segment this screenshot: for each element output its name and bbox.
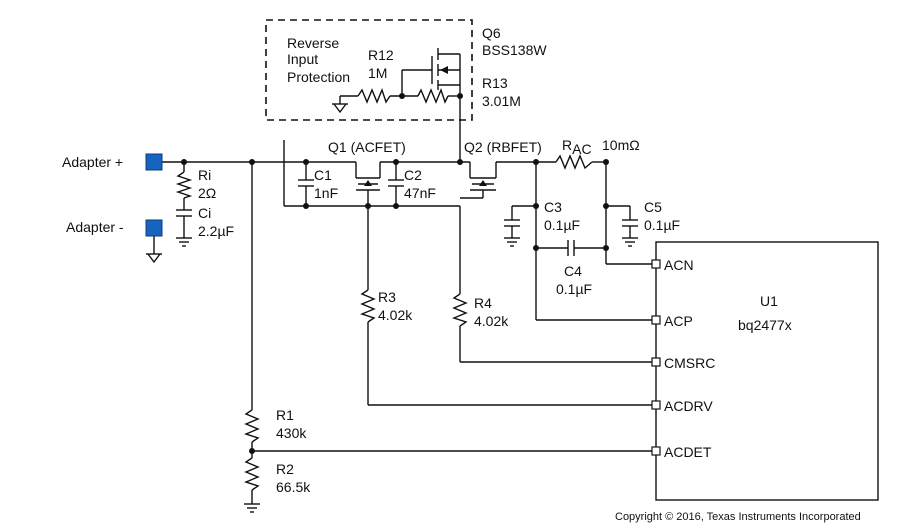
ci-value: 2.2µF <box>198 223 234 239</box>
wiring <box>153 54 656 504</box>
rac-resistor-symbol <box>555 154 593 170</box>
ground-icon <box>244 503 260 513</box>
r12-resistor-symbol <box>357 88 391 104</box>
adapter-plus-label: Adapter + <box>62 154 123 170</box>
r13-value: 3.01M <box>482 93 521 109</box>
q1-mosfet-symbol <box>355 162 381 191</box>
adapter-plus-terminal <box>145 153 163 171</box>
pin-acn-marker <box>651 259 661 269</box>
ground-icon <box>146 253 162 264</box>
q2-mosfet-symbol <box>460 162 497 199</box>
r1-resistor-symbol <box>244 409 260 443</box>
c3-value: 0.1µF <box>544 217 580 233</box>
r12-ref: R12 <box>368 47 394 63</box>
r2-resistor-symbol <box>244 457 260 491</box>
r4-ref: R4 <box>474 295 492 311</box>
c1-capacitor-symbol <box>298 179 314 187</box>
u1-ref: U1 <box>760 293 778 309</box>
c5-ref: C5 <box>644 199 662 215</box>
pin-cmsrc-label: CMSRC <box>664 355 715 371</box>
c5-value: 0.1µF <box>644 217 680 233</box>
q6-mosfet-symbol <box>431 48 460 90</box>
adapter-minus-label: Adapter - <box>66 219 124 235</box>
rac-ref: RAC <box>562 137 592 157</box>
c3-capacitor-symbol <box>504 219 520 227</box>
r13-ref: R13 <box>482 75 508 91</box>
protection-label-line-3: Protection <box>287 69 350 85</box>
pin-acdet-label: ACDET <box>664 444 712 460</box>
c2-value: 47nF <box>404 185 436 201</box>
r1-ref: R1 <box>276 407 294 423</box>
u1-ic-body <box>655 241 879 501</box>
r1-value: 430k <box>276 425 307 441</box>
r3-ref: R3 <box>378 289 396 305</box>
r2-value: 66.5k <box>276 479 311 495</box>
pin-acdrv-marker <box>651 400 661 410</box>
r12-value: 1M <box>368 65 387 81</box>
rac-value: 10mΩ <box>602 137 640 153</box>
pin-cmsrc-marker <box>651 357 661 367</box>
ground-icon <box>176 237 192 247</box>
pin-acdrv-label: ACDRV <box>664 398 713 414</box>
c4-capacitor-symbol <box>567 240 575 256</box>
r2-ref: R2 <box>276 461 294 477</box>
pin-acp-marker <box>651 315 661 325</box>
r4-value: 4.02k <box>474 313 509 329</box>
copyright-notice: Copyright © 2016, Texas Instruments Inco… <box>615 511 861 523</box>
u1-part: bq2477x <box>738 317 792 333</box>
q2-label: Q2 (RBFET) <box>464 139 542 155</box>
c1-ref: C1 <box>314 167 332 183</box>
c2-capacitor-symbol <box>388 179 404 187</box>
c4-ref: C4 <box>564 263 582 279</box>
r4-resistor-symbol <box>452 293 468 327</box>
q1-label: Q1 (ACFET) <box>328 139 406 155</box>
ground-icon <box>504 237 520 247</box>
pin-acdet-marker <box>651 446 661 456</box>
pin-acp-label: ACP <box>664 313 693 329</box>
junction-dots <box>181 93 609 454</box>
r3-value: 4.02k <box>378 307 413 323</box>
c4-value: 0.1µF <box>556 281 592 297</box>
ci-ref: Ci <box>198 205 211 221</box>
ri-resistor-symbol <box>175 171 193 199</box>
c1-value: 1nF <box>314 185 338 201</box>
c5-capacitor-symbol <box>622 219 638 227</box>
c2-ref: C2 <box>404 167 422 183</box>
pin-acn-label: ACN <box>664 257 694 273</box>
protection-label-line-2: Input <box>287 51 318 67</box>
q6-ref: Q6 <box>482 25 501 41</box>
protection-label-line-1: Reverse <box>287 35 339 51</box>
adapter-minus-terminal <box>145 219 163 237</box>
q6-part: BSS138W <box>482 42 547 58</box>
ground-icon <box>332 103 348 114</box>
ground-icon <box>622 237 638 247</box>
ri-ref: Ri <box>198 167 211 183</box>
reverse-input-protection-box <box>265 19 473 121</box>
r3-resistor-symbol <box>360 289 376 323</box>
ci-capacitor-symbol <box>176 209 192 224</box>
ri-value: 2Ω <box>198 185 216 201</box>
c3-ref: C3 <box>544 199 562 215</box>
r13-resistor-symbol <box>417 88 449 104</box>
